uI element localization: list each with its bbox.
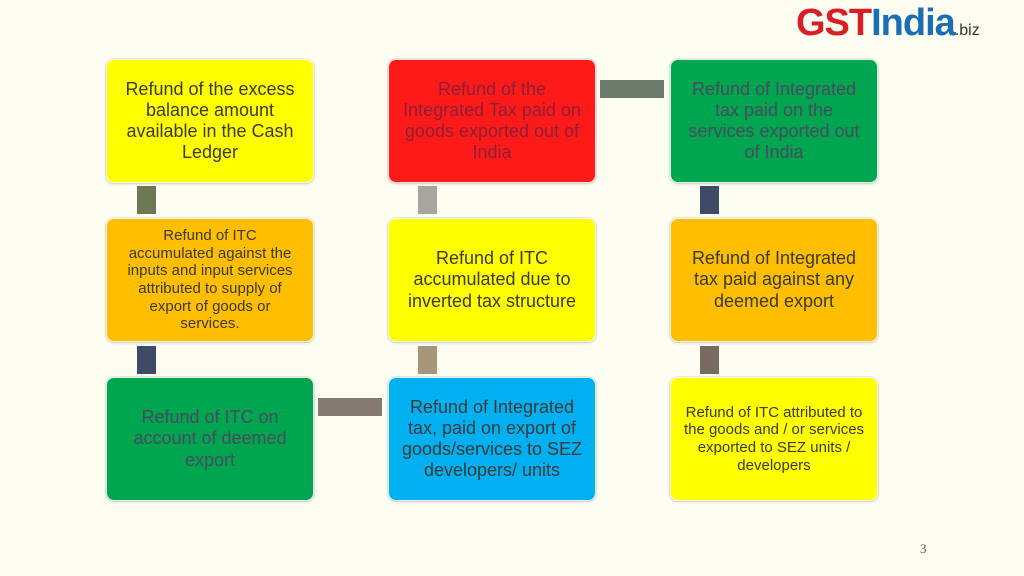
connector-b4-b7: [137, 346, 156, 374]
box-refund-itc-sez: Refund of ITC attributed to the goods an…: [670, 377, 878, 501]
box-refund-igst-deemed-export: Refund of Integrated tax paid against an…: [670, 218, 878, 342]
connector-b1-b4: [137, 186, 156, 214]
connector-b2-b3: [600, 80, 664, 98]
box-refund-igst-sez-text: Refund of Integrated tax, paid on export…: [401, 396, 583, 481]
page-number: 3: [920, 541, 927, 556]
box-refund-itc-sez-text: Refund of ITC attributed to the goods an…: [683, 403, 865, 474]
box-refund-igst-services-exported-text: Refund of Integrated tax paid on the ser…: [688, 78, 860, 163]
box-refund-igst-sez: Refund of Integrated tax, paid on export…: [388, 377, 596, 501]
box-refund-itc-export-inputs-text: Refund of ITC accumulated against the in…: [127, 226, 293, 333]
box-refund-cash-ledger-text: Refund of the excess balance amount avai…: [125, 78, 295, 163]
box-refund-cash-ledger: Refund of the excess balance amount avai…: [106, 59, 314, 183]
box-refund-itc-inverted-tax: Refund of ITC accumulated due to inverte…: [388, 218, 596, 342]
connector-b5-b8: [418, 346, 437, 374]
box-refund-itc-inverted-tax-text: Refund of ITC accumulated due to inverte…: [407, 248, 577, 311]
connector-b3-b6: [700, 186, 719, 214]
box-refund-igst-deemed-export-text: Refund of Integrated tax paid against an…: [691, 248, 857, 311]
box-refund-itc-deemed-export-text: Refund of ITC on account of deemed expor…: [133, 407, 287, 470]
connector-b6-b9: [700, 346, 719, 374]
box-refund-igst-services-exported: Refund of Integrated tax paid on the ser…: [670, 59, 878, 183]
logo-gst-text: GST: [796, 2, 872, 44]
logo-india-text: India: [871, 2, 956, 44]
connector-b2-b5: [418, 186, 437, 214]
connector-b7-b8: [318, 398, 382, 416]
box-refund-igst-goods-exported: Refund of the Integrated Tax paid on goo…: [388, 59, 596, 183]
gstindia-logo: GSTIndia.biz: [796, 2, 980, 46]
box-refund-igst-goods-exported-text: Refund of the Integrated Tax paid on goo…: [403, 78, 581, 163]
box-refund-itc-deemed-export: Refund of ITC on account of deemed expor…: [106, 377, 314, 501]
box-refund-itc-export-inputs: Refund of ITC accumulated against the in…: [106, 218, 314, 342]
logo-biz-text: .biz: [954, 22, 980, 39]
